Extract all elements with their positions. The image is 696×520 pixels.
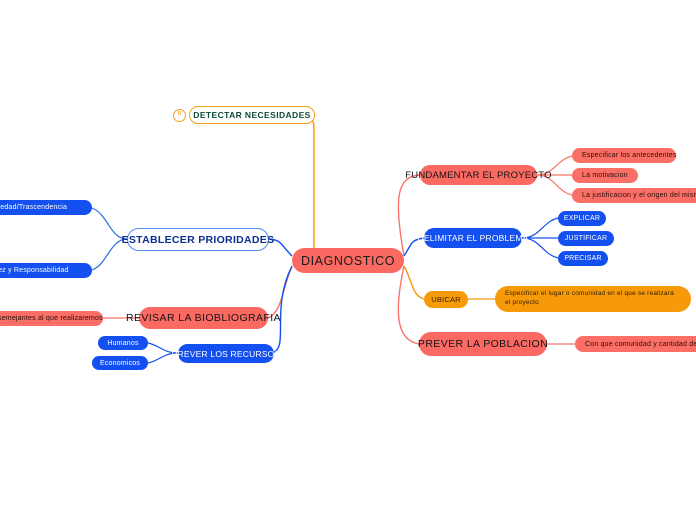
node-especificar-los-antecedentes-label: Especificar los antecedentes [582,152,677,159]
node-revisar-la-biobliografia-label: REVISAR LA BIOBLIOGRAFIA [126,312,281,324]
node-prever-la-poblacion-label: PREVER LA POBLACION [417,338,549,350]
node-la-justificacion-y-el-origen[interactable]: La justificacion y el origen del mismo [572,188,696,203]
central-node[interactable]: DIAGNOSTICO [292,248,404,273]
node-precisar[interactable]: PRECISAR [558,251,608,266]
node-explicar-label: EXPLICAR [563,215,601,222]
node-detectar-necesidades[interactable]: DETECTAR NECESIDADES [189,106,315,124]
node-prever-los-recursos[interactable]: PREVER LOS RECURSOS [172,344,280,363]
node-economicos[interactable]: Economicos [92,356,148,370]
node-justificar-label: JUSTIFICAR [564,235,608,242]
node-establecer-prioridades[interactable]: ESTABLECER PRIORIDADES [122,228,274,251]
node-humanos[interactable]: Humanos [98,336,148,350]
node-gravedad-trascendencia-label: ravedad/Trascendencia [0,204,68,211]
node-fundamentar-el-proyecto-label: FUNDAMENTAR EL PROYECTO [405,169,552,181]
node-detectar-necesidades-label: DETECTAR NECESIDADES [193,110,311,120]
node-especificar-el-lugar[interactable]: Especificar el lugar o comunidad en el q… [495,286,691,312]
node-justificar[interactable]: JUSTIFICAR [558,231,614,246]
connector-detectar-necesidades [296,114,315,248]
node-semejantes-al-que-realizaremos-label: semejantes al que realizaremos [0,315,103,322]
node-con-que-comunidad-y-cantidad-label: Con que comunidad y cantidad de la m [585,340,696,348]
node-gravedad-trascendencia[interactable]: ravedad/Trascendencia [0,200,92,215]
connector-revisar-biobliografia [267,265,293,319]
node-la-motivacion[interactable]: La motivacion [572,168,638,183]
node-la-motivacion-label: La motivacion [582,172,628,179]
node-semejantes-al-que-realizaremos[interactable]: semejantes al que realizaremos [0,311,103,326]
node-prever-los-recursos-label: PREVER LOS RECURSOS [171,348,281,359]
node-especificar-los-antecedentes[interactable]: Especificar los antecedentes [572,148,677,163]
node-delimitar-el-problema-label: DELIMITAR EL PROBLEMA [417,233,529,243]
connector-prever-recursos [271,265,293,354]
node-con-que-comunidad-y-cantidad[interactable]: Con que comunidad y cantidad de la m [575,336,696,352]
connector-prever-poblacion [397,265,420,345]
node-revisar-la-biobliografia[interactable]: REVISAR LA BIOBLIOGRAFIA [126,307,281,329]
node-humanos-label: Humanos [107,339,139,347]
central-node-label: DIAGNOSTICO [300,253,396,268]
node-fundamentar-el-proyecto[interactable]: FUNDAMENTAR EL PROYECTO [405,165,552,185]
node-delimitar-el-problema[interactable]: DELIMITAR EL PROBLEMA [418,228,528,248]
node-inmediatez-y-responsabilidad[interactable]: diatez y Responsabilidad [0,263,92,278]
node-especificar-el-lugar-label: Especificar el lugar o comunidad en el q… [505,290,674,306]
collapse-toggle-icon[interactable]: B [173,109,186,122]
node-ubicar-label: UBICAR [431,295,461,304]
node-economicos-label: Economicos [99,359,141,367]
node-precisar-label: PRECISAR [564,255,602,262]
node-establecer-prioridades-label: ESTABLECER PRIORIDADES [121,233,275,246]
node-prever-la-poblacion[interactable]: PREVER LA POBLACION [417,332,549,356]
connector-ubicar [403,265,425,300]
node-inmediatez-y-responsabilidad-label: diatez y Responsabilidad [0,267,69,274]
node-la-justificacion-y-el-origen-label: La justificacion y el origen del mismo [582,192,696,199]
node-explicar[interactable]: EXPLICAR [558,211,606,226]
node-ubicar[interactable]: UBICAR [424,291,468,308]
connector-fundamentar [397,174,421,257]
collapse-toggle-label: B [177,111,182,117]
